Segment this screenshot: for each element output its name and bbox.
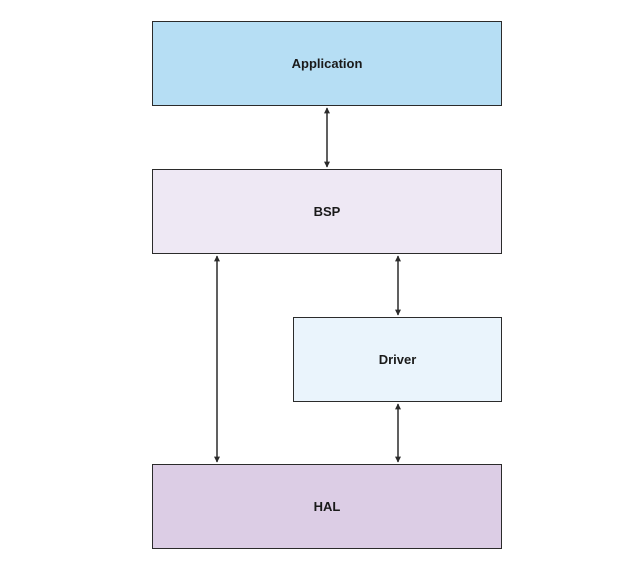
hal-label: HAL <box>313 499 341 514</box>
driver-block: Driver <box>293 317 502 402</box>
bsp-label: BSP <box>313 204 341 219</box>
bsp-block: BSP <box>152 169 502 254</box>
driver-label: Driver <box>378 352 417 367</box>
application-label: Application <box>291 56 363 71</box>
application-block: Application <box>152 21 502 106</box>
hal-block: HAL <box>152 464 502 549</box>
